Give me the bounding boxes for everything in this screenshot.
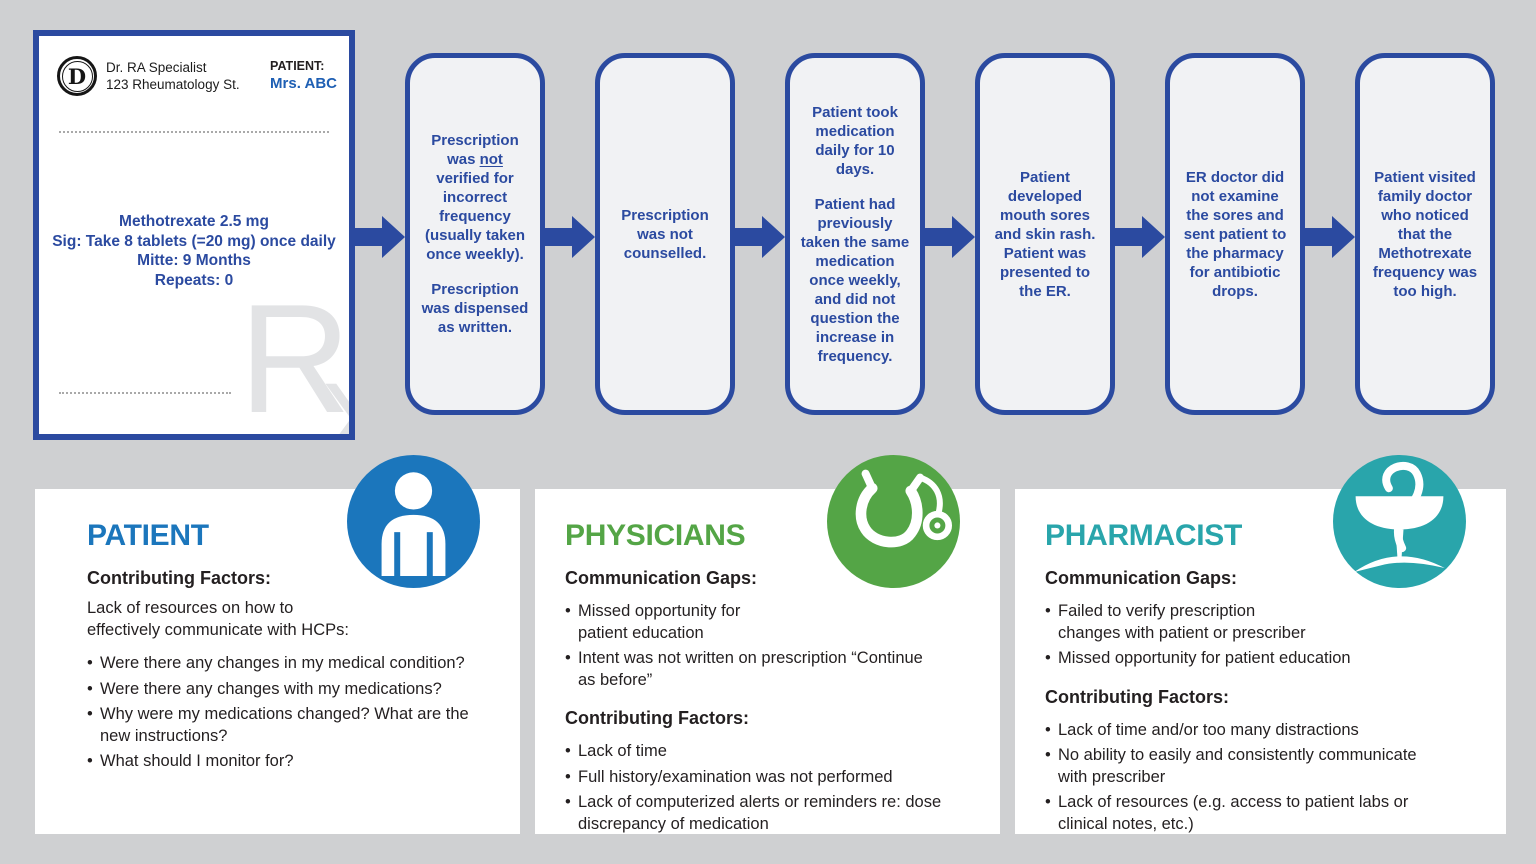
flow-arrow-icon: [355, 216, 405, 258]
bullet-item: Why were my medications changed? What ar…: [87, 704, 502, 747]
panel-title: PATIENT: [87, 519, 209, 552]
panel-pharmacist: PHARMACIST Communication Gaps: Failed to v…: [1015, 455, 1506, 836]
flow-step: Prescription was not counselled.: [595, 53, 735, 415]
patient-block: PATIENT: Mrs. ABC: [270, 56, 337, 92]
doctor-logo: D: [57, 56, 97, 96]
rx-line: Methotrexate 2.5 mg: [119, 213, 269, 230]
hygieia-bowl-icon: [1333, 455, 1466, 588]
panel-title: PHYSICIANS: [565, 519, 746, 552]
person-icon: [347, 455, 480, 588]
flow-arrow-icon: [925, 216, 975, 258]
bullet-item: Failed to verify prescription changes wi…: [1045, 601, 1488, 644]
panel-physicians: PHYSICIANS Communication Gaps: Missed oppo…: [535, 455, 1000, 835]
section-heading: Contributing Factors:: [1045, 686, 1229, 707]
bullet-list: Lack of timeFull history/examination was…: [565, 741, 982, 835]
bullet-item: Intent was not written on prescription “…: [565, 648, 982, 691]
bullet-list: Failed to verify prescription changes wi…: [1045, 601, 1488, 670]
bullet-item: Lack of time: [565, 741, 982, 763]
flow-step: Patient developed mouth sores and skin r…: [975, 53, 1115, 415]
patient-name: Mrs. ABC: [270, 75, 337, 92]
bullet-item: Missed opportunity for patient education: [1045, 648, 1488, 670]
stethoscope-icon: [827, 455, 960, 588]
rx-line: Repeats: 0: [154, 271, 234, 289]
flow-step-text: Patient visited family doctor who notice…: [1372, 168, 1478, 300]
flow-step-text: Prescription was not counselled.: [621, 206, 709, 262]
flow-step-text: Patient had previously taken the same me…: [800, 195, 910, 365]
dotted-divider: [59, 392, 231, 394]
flow-step-text: ER doctor did not examine the sores and …: [1183, 168, 1287, 300]
bullet-item: Lack of resources (e.g. access to patien…: [1045, 792, 1488, 835]
flow-arrow-icon: [1305, 216, 1355, 258]
section-intro: Lack of resources on how to effectively …: [87, 599, 349, 639]
flow-step-text: Prescription was dispensed as written.: [421, 281, 529, 336]
doctor-info: Dr. RA Specialist 123 Rheumatology St.: [106, 56, 240, 93]
flow-arrow-icon: [545, 216, 595, 258]
prescription-details: Methotrexate 2.5 mg Sig: Take 8 tablets (…: [39, 212, 349, 290]
flow-arrow-icon: [1115, 216, 1165, 258]
flow-step-text: Prescription was not verified for incorr…: [424, 132, 526, 263]
panel-title: PHARMACIST: [1045, 519, 1242, 552]
flow-steps: Prescription was not verified for incorr…: [355, 30, 1495, 415]
rx-watermark-r: R: [239, 272, 351, 440]
doctor-logo-letter: D: [61, 60, 93, 92]
bullet-item: Full history/examination was not perform…: [565, 767, 982, 789]
prescription-header: D Dr. RA Specialist 123 Rheumatology St.…: [57, 56, 337, 96]
flow-step-text: Patient developed mouth sores and skin r…: [994, 168, 1096, 300]
panel-patient: PATIENT Contributing Factors: Lack of reso…: [35, 455, 520, 834]
bullet-list: Lack of time and/or too many distraction…: [1045, 720, 1488, 836]
flow-step-text: Patient took medication daily for 10 day…: [812, 103, 898, 178]
rx-line: Mitte: 9 Months: [137, 252, 251, 269]
section-heading: Communication Gaps:: [1045, 568, 1238, 588]
flow-step: Prescription was not verified for incorr…: [405, 53, 545, 415]
rx-watermark-x: X: [321, 368, 349, 434]
flow-arrow-icon: [735, 216, 785, 258]
bullet-item: Lack of time and/or too many distraction…: [1045, 720, 1488, 742]
flow-step: Patient took medication daily for 10 day…: [785, 53, 925, 415]
flow-step: Patient visited family doctor who notice…: [1355, 53, 1495, 415]
flow-step: ER doctor did not examine the sores and …: [1165, 53, 1305, 415]
bullet-item: What should I monitor for?: [87, 751, 502, 773]
bullet-item: Lack of computerized alerts or reminders…: [565, 792, 982, 835]
dotted-divider: [59, 131, 329, 133]
bullet-item: Were there any changes in my medical con…: [87, 653, 502, 675]
doctor-name: Dr. RA Specialist: [106, 60, 207, 75]
bullet-list: Were there any changes in my medical con…: [87, 653, 502, 773]
bullet-item: Missed opportunity for patient education: [565, 601, 982, 644]
bullet-item: Were there any changes with my medicatio…: [87, 679, 502, 701]
flow-row: D Dr. RA Specialist 123 Rheumatology St.…: [33, 30, 1495, 440]
bullet-item: No ability to easily and consistently co…: [1045, 745, 1488, 788]
prescription-card: D Dr. RA Specialist 123 Rheumatology St.…: [33, 30, 355, 440]
rx-line: Sig: Take 8 tablets (=20 mg) once daily: [52, 232, 336, 250]
section-heading: Contributing Factors:: [565, 708, 749, 728]
doctor-address: 123 Rheumatology St.: [106, 77, 240, 92]
section-heading: Contributing Factors:: [87, 568, 271, 588]
patient-label: PATIENT:: [270, 59, 325, 73]
bullet-list: Missed opportunity for patient education…: [565, 601, 982, 691]
section-heading: Communication Gaps:: [565, 568, 758, 588]
role-panels: PATIENT Contributing Factors: Lack of reso…: [35, 455, 1506, 836]
